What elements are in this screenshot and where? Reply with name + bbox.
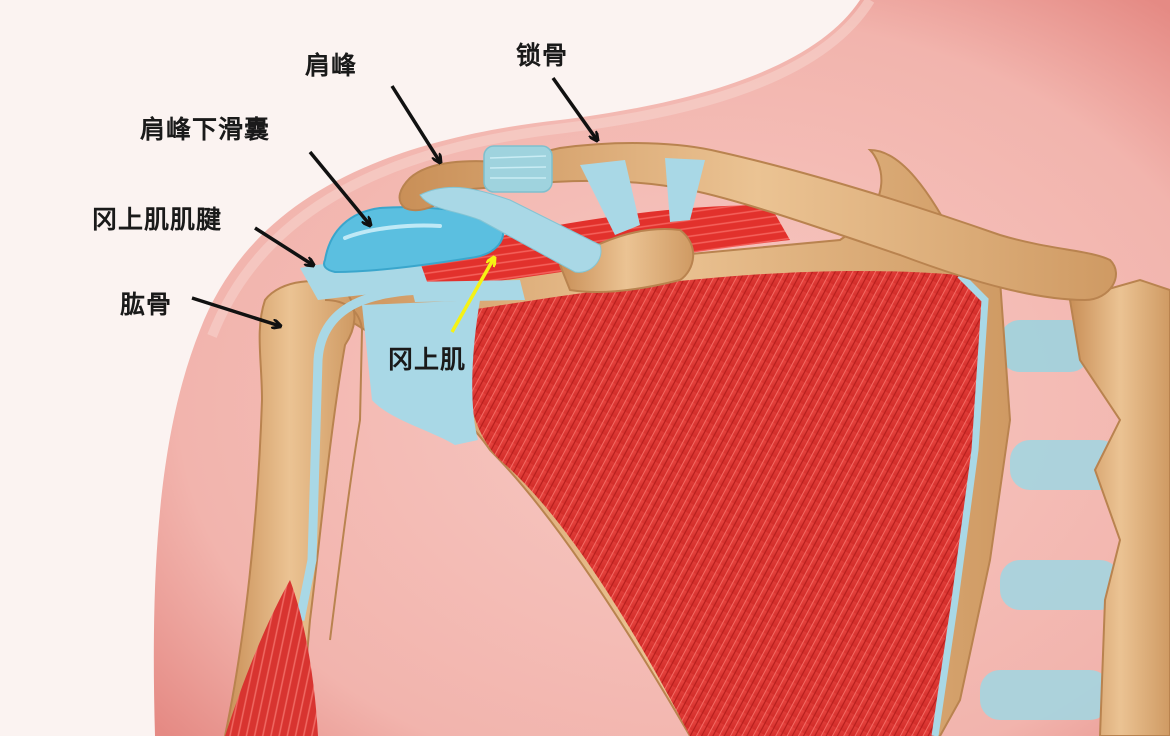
label-supraspinatus: 冈上肌 <box>388 345 467 374</box>
label-supraspinatus-tendon: 冈上肌肌腱 <box>92 205 223 234</box>
supraspinatus-arrow <box>450 258 494 333</box>
label-arrows <box>191 76 597 326</box>
label-clavicle: 锁骨 <box>516 41 569 70</box>
coracoacromial-ligament <box>419 186 602 273</box>
label-humerus: 肱骨 <box>120 290 173 319</box>
biceps-muscle <box>225 580 318 736</box>
label-acromion: 肩峰 <box>305 51 358 80</box>
coracoid-process <box>558 228 695 293</box>
subscapularis-muscle <box>466 270 985 736</box>
label-subacromial-bursa: 肩峰下滑囊 <box>140 115 271 144</box>
ribs <box>980 278 1170 736</box>
acromioclavicular-ligament <box>483 145 553 193</box>
